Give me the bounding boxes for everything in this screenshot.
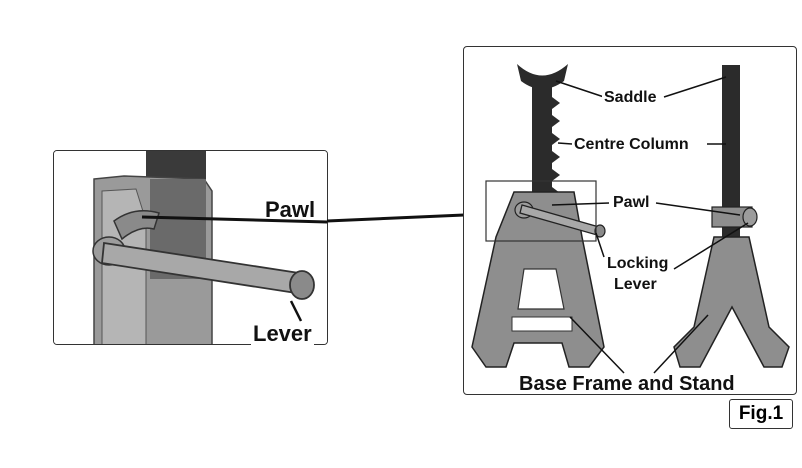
detail-illustration [54,151,327,344]
centre-column-label: Centre Column [572,136,691,153]
figure-badge: Fig.1 [729,399,793,429]
locking-lever-label-line2: Lever [612,276,659,293]
saddle-label: Saddle [602,89,659,106]
base-frame-label: Base Frame and Stand [517,373,737,395]
main-figure-panel: Saddle Centre Column Pawl Locking Lever [463,46,797,395]
pawl-detail-label: Pawl [265,197,316,222]
lever-detail-label: Lever [251,321,314,346]
jack-stand-illustration [471,64,790,374]
detail-inset-panel [53,150,328,345]
locking-lever-label-line1: Locking [605,255,671,272]
pawl-label: Pawl [611,194,652,211]
